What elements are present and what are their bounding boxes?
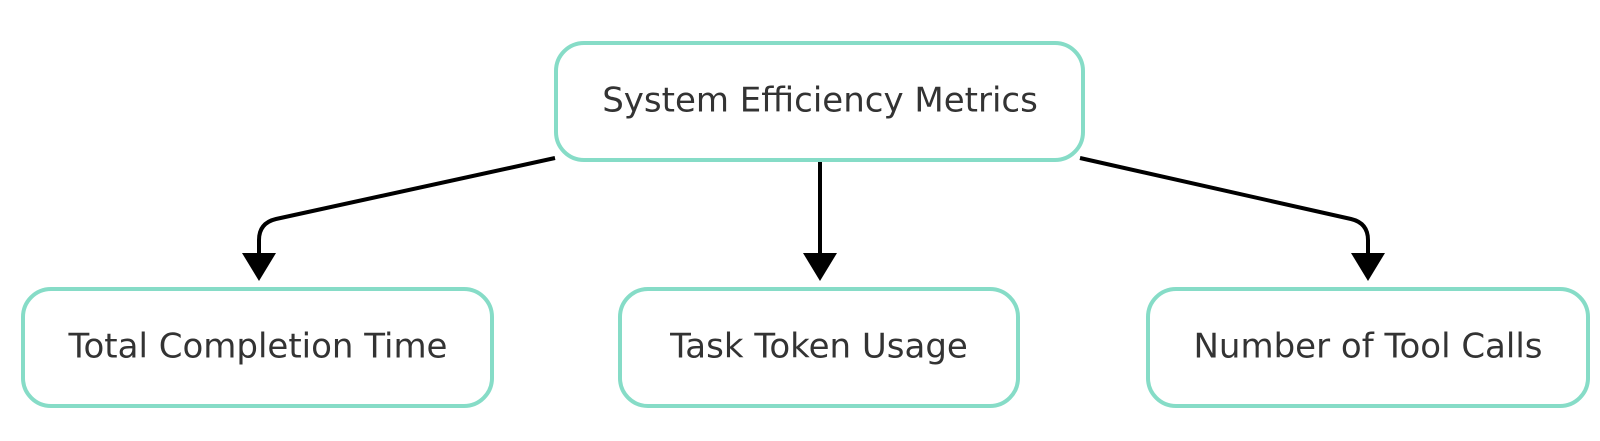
child-node-label: Total Completion Time (68, 327, 448, 367)
root-node-box (554, 41, 1085, 162)
child-node-box (1146, 287, 1590, 408)
root-node: System Efficiency Metrics (554, 41, 1085, 162)
arrow-head-number-of-tool-calls (1351, 253, 1385, 281)
child-node-label: Task Token Usage (669, 327, 968, 367)
child-node-box (618, 287, 1020, 408)
child-node-task-token-usage: Task Token Usage (618, 287, 1020, 408)
edge-root-to-total-completion-time (257, 156, 556, 255)
child-node-total-completion-time: Total Completion Time (21, 287, 494, 408)
child-node-box (21, 287, 494, 408)
arrow-head-task-token-usage (803, 253, 837, 281)
arrow-head-total-completion-time (242, 253, 276, 281)
edges (242, 156, 1385, 281)
root-node-label: System Efficiency Metrics (602, 81, 1038, 121)
child-node-label: Number of Tool Calls (1194, 327, 1543, 367)
child-node-number-of-tool-calls: Number of Tool Calls (1146, 287, 1590, 408)
edge-root-to-number-of-tool-calls (1079, 156, 1370, 255)
